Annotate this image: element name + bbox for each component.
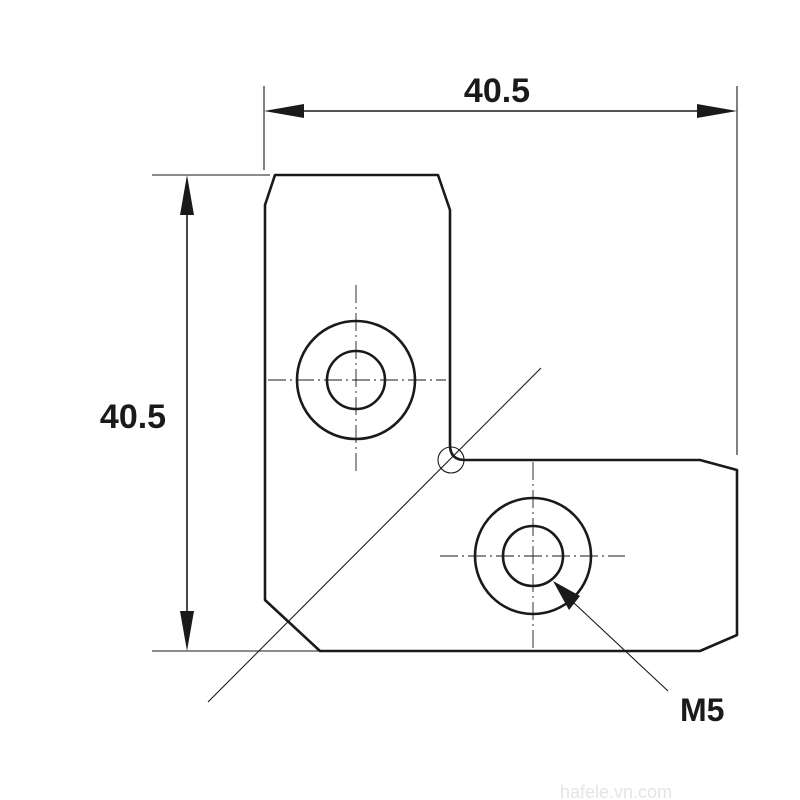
thread-callout: M5 [553,581,724,728]
arrowhead-height-bottom [180,611,194,651]
arrowhead-width-right [697,104,737,118]
arrowhead-width-left [264,104,304,118]
dimension-height: 40.5 [100,174,320,652]
hole-top-left [268,285,446,475]
dimension-width-label: 40.5 [464,72,530,110]
dimension-height-label: 40.5 [100,398,166,436]
hole-bottom-right [440,462,625,652]
watermark-text: hafele.vn.com [560,782,672,800]
diagonal-reference-line [207,367,542,703]
thread-leader-arrowhead [553,581,580,610]
thread-label: M5 [680,692,724,728]
bracket-outline [263,173,739,653]
arrowhead-height-top [180,175,194,215]
thread-leader-line [573,602,669,692]
inner-corner-fillet [437,446,465,474]
dimension-width: 40.5 [263,72,738,455]
